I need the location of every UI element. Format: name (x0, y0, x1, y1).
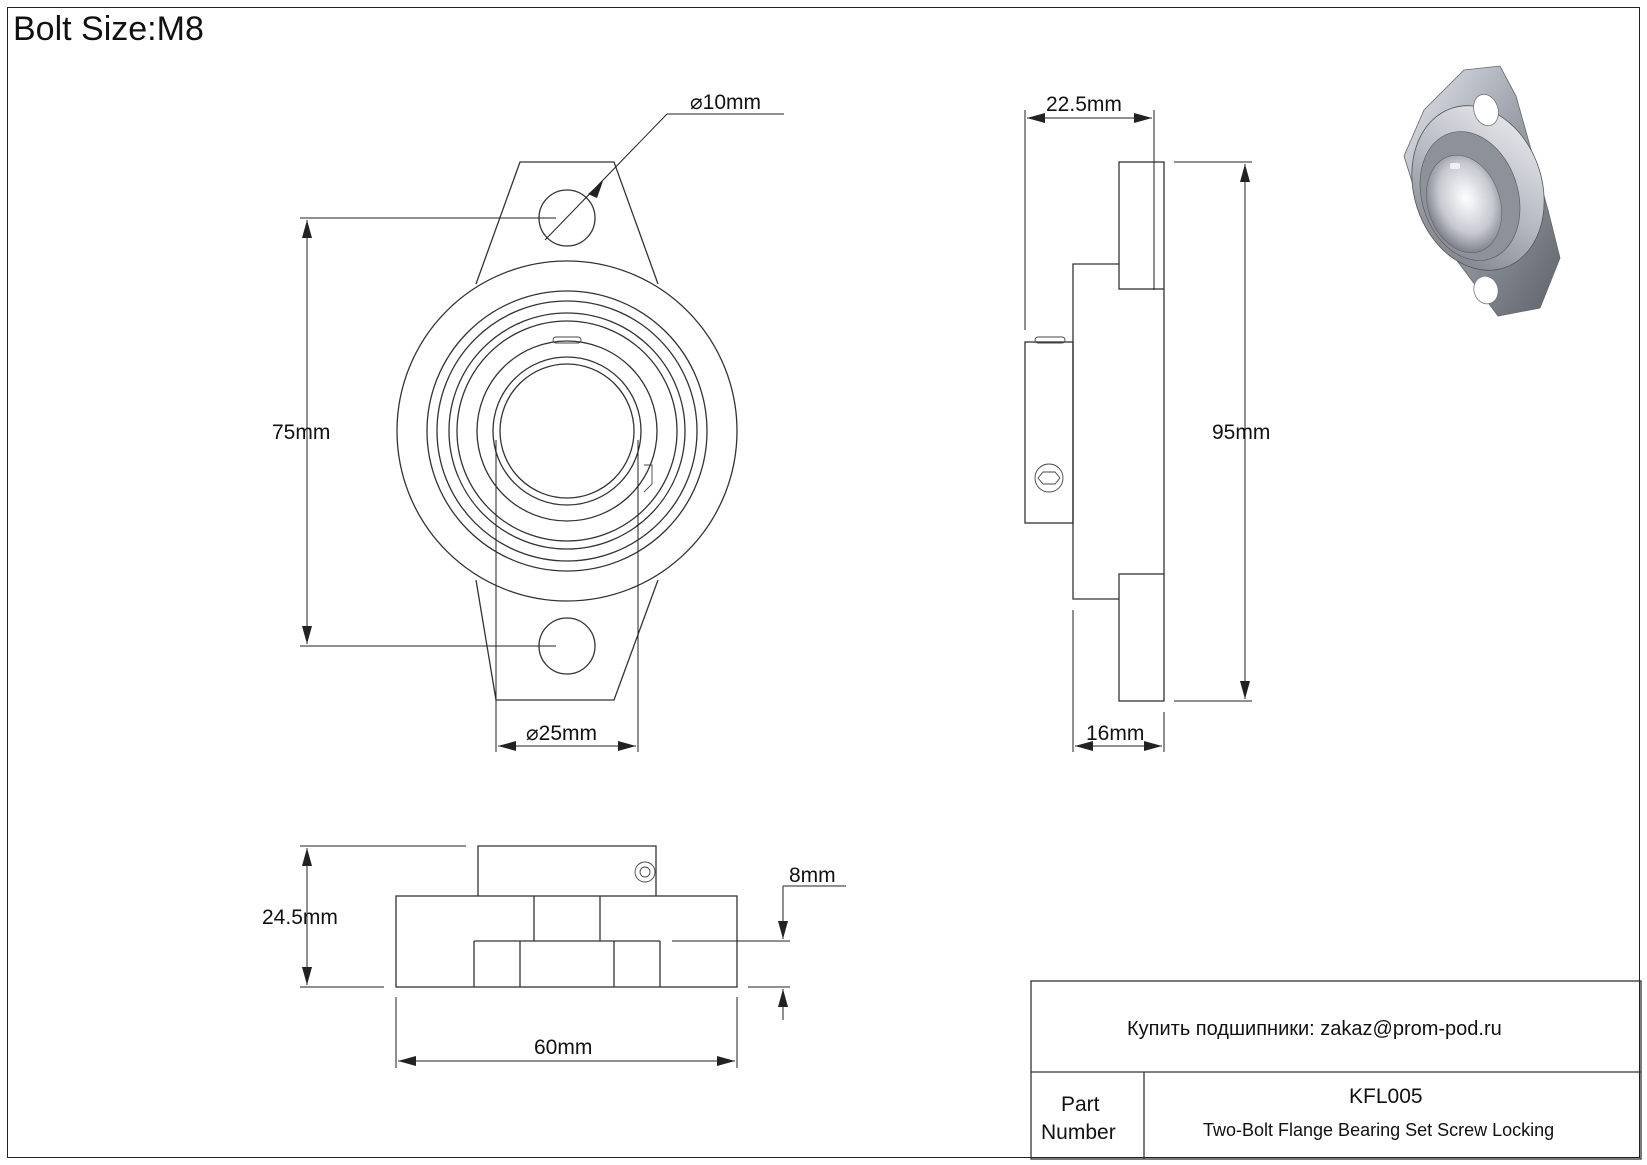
set-screw-slot (552, 336, 582, 344)
flange-upper-lobe (475, 161, 659, 285)
side-flange-bottom (1118, 573, 1165, 702)
housing-width-label: 16mm (1086, 722, 1144, 745)
flange-thickness-label: 22.5mm (1046, 93, 1122, 116)
side-set-screw-top (1034, 336, 1066, 344)
sheet-border (7, 7, 1640, 1158)
purchase-contact-line: Купить подшипники: zakaz@prom-pod.ru (1127, 1018, 1502, 1040)
side-view: 22.5mm 95mm 16mm (1024, 93, 1270, 752)
hole-diameter-label: ⌀10mm (690, 91, 761, 114)
bore-outer (492, 356, 642, 506)
overall-length-label: 60mm (534, 1036, 592, 1059)
hole-leader-line (544, 113, 668, 241)
housing-ring-1 (426, 290, 708, 572)
flange-lower-lobe (475, 579, 659, 701)
side-set-screw (1034, 463, 1064, 493)
total-width-label: 24.5mm (262, 906, 338, 929)
top-view: 24.5mm 8mm 60mm (262, 845, 846, 1068)
bolt-spacing-label: 75mm (272, 421, 330, 444)
bearing-outer-ring-inner (456, 320, 678, 542)
part-label-line2: Number (1041, 1121, 1116, 1144)
side-inner-ring (1024, 341, 1074, 524)
side-flange-top (1118, 161, 1165, 290)
housing-ring-2 (436, 300, 698, 562)
base-thickness-label: 8mm (789, 864, 836, 887)
isometric-render (1403, 65, 1561, 317)
part-label-line1: Part (1061, 1093, 1100, 1116)
hole-leader-arrow (588, 181, 603, 198)
part-number: KFL005 (1349, 1085, 1423, 1108)
housing-outer-circle (396, 260, 738, 602)
front-view: ⌀10mm 75mm ⌀25mm (272, 91, 784, 752)
side-housing (1072, 263, 1119, 600)
overall-height-label: 95mm (1212, 421, 1270, 444)
part-description: Two-Bolt Flange Bearing Set Screw Lockin… (1203, 1120, 1554, 1140)
title-block: Купить подшипники: zakaz@prom-pod.ru Par… (1030, 980, 1642, 1160)
inner-ring (476, 340, 658, 522)
set-screw-side (643, 464, 653, 493)
bearing-outer-ring (448, 312, 686, 550)
bore-diameter-label: ⌀25mm (526, 722, 597, 745)
top-set-screw (634, 861, 656, 883)
bore (499, 363, 635, 499)
bolt-size-title: Bolt Size:M8 (13, 10, 204, 48)
top-inner-ring (477, 845, 657, 896)
